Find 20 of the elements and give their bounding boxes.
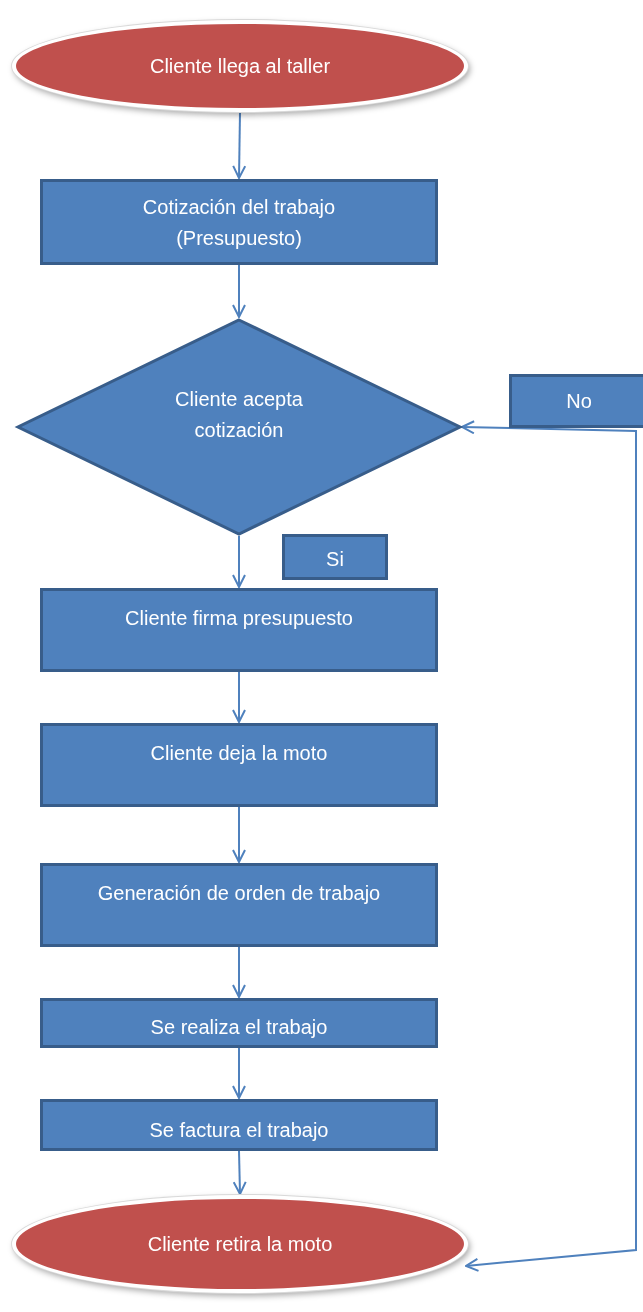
start-ellipse: Cliente llega al taller	[12, 20, 468, 112]
process-box: Se factura el trabajo	[40, 1099, 438, 1151]
process-box: Cotización del trabajo (Presupuesto)	[40, 179, 438, 265]
process-box: Se realiza el trabajo	[40, 998, 438, 1048]
process-box: Cliente firma presupuesto	[40, 588, 438, 672]
process-box: Cliente deja la moto	[40, 723, 438, 807]
arrow	[461, 420, 637, 1272]
arrow	[232, 671, 246, 723]
arrow	[232, 1150, 247, 1195]
arrow	[232, 946, 246, 998]
arrow	[232, 806, 246, 863]
arrow	[232, 264, 246, 318]
arrow	[232, 111, 247, 179]
process-box: Generación de orden de trabajo	[40, 863, 438, 947]
label-box: Si	[282, 534, 388, 580]
label-box: No	[509, 374, 643, 428]
decision-diamond: Cliente acepta cotización	[16, 318, 462, 536]
end-ellipse: Cliente retira la moto	[12, 1195, 468, 1293]
arrow	[232, 535, 246, 588]
arrow	[232, 1047, 246, 1099]
